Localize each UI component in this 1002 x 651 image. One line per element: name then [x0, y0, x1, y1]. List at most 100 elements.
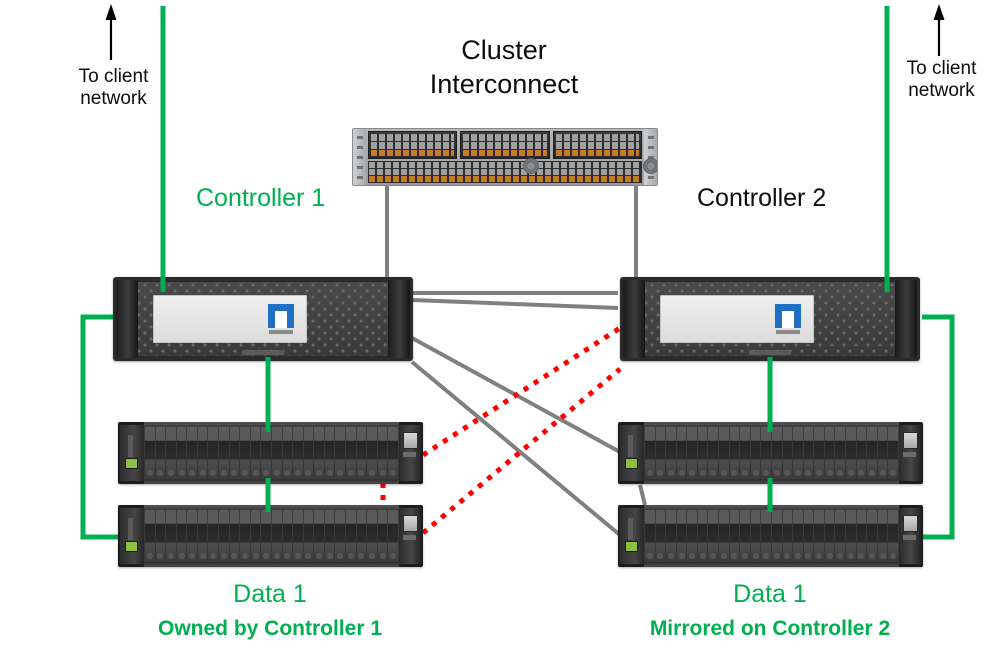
drive-slot[interactable] — [176, 427, 187, 479]
drive-slot[interactable] — [708, 510, 719, 562]
shelf-left-top[interactable] — [118, 422, 423, 484]
drive-slot[interactable] — [740, 427, 750, 479]
drive-slot[interactable] — [356, 510, 367, 562]
drive-slot[interactable] — [645, 427, 655, 479]
drive-slot[interactable] — [645, 510, 655, 562]
drive-slot[interactable] — [824, 427, 835, 479]
drive-slot[interactable] — [282, 427, 293, 479]
drive-slot[interactable] — [708, 427, 719, 479]
drive-slot[interactable] — [145, 427, 155, 479]
drive-slot[interactable] — [655, 510, 666, 562]
drive-slot[interactable] — [250, 510, 261, 562]
drive-slot[interactable] — [824, 510, 835, 562]
drive-slot[interactable] — [835, 427, 845, 479]
drive-slot[interactable] — [761, 427, 771, 479]
cluster-interconnect-switch[interactable] — [352, 128, 658, 186]
drive-slot[interactable] — [719, 510, 729, 562]
drive-slot[interactable] — [803, 427, 814, 479]
drive-slot[interactable] — [856, 510, 867, 562]
drive-slot[interactable] — [750, 427, 761, 479]
drive-slot[interactable] — [261, 510, 271, 562]
drive-slot[interactable] — [388, 510, 398, 562]
drive-slot[interactable] — [271, 427, 282, 479]
drive-slot[interactable] — [197, 427, 208, 479]
shelf-right-bottom[interactable] — [618, 505, 923, 567]
drive-slot[interactable] — [261, 427, 271, 479]
drive-slot[interactable] — [845, 510, 856, 562]
drive-slot[interactable] — [166, 510, 176, 562]
drive-slot[interactable] — [687, 427, 697, 479]
drive-slot[interactable] — [335, 510, 345, 562]
drive-slot[interactable] — [814, 427, 824, 479]
drive-slot[interactable] — [729, 427, 740, 479]
drive-slot[interactable] — [345, 510, 356, 562]
drive-slot[interactable] — [303, 427, 314, 479]
drive-slot[interactable] — [377, 427, 388, 479]
drive-slot[interactable] — [367, 427, 377, 479]
drive-slot[interactable] — [793, 427, 803, 479]
drive-slot[interactable] — [240, 510, 250, 562]
drive-slot[interactable] — [676, 510, 687, 562]
drive-slot[interactable] — [750, 510, 761, 562]
drive-slot[interactable] — [271, 510, 282, 562]
drive-slot[interactable] — [761, 510, 771, 562]
drive-slot[interactable] — [187, 427, 197, 479]
drive-slot[interactable] — [771, 427, 782, 479]
drive-slot[interactable] — [314, 427, 324, 479]
drive-slot[interactable] — [197, 510, 208, 562]
shelf-left-bottom[interactable] — [118, 505, 423, 567]
drive-slot[interactable] — [666, 510, 676, 562]
drive-slot[interactable] — [719, 427, 729, 479]
drive-slot[interactable] — [377, 510, 388, 562]
drive-slot[interactable] — [356, 427, 367, 479]
drive-slot[interactable] — [229, 510, 240, 562]
drive-slot[interactable] — [877, 427, 888, 479]
drive-slot[interactable] — [782, 427, 793, 479]
drive-slot[interactable] — [803, 510, 814, 562]
drive-slot[interactable] — [166, 427, 176, 479]
drive-slot[interactable] — [867, 427, 877, 479]
drive-slot[interactable] — [835, 510, 845, 562]
drive-slot[interactable] — [240, 427, 250, 479]
drive-slot[interactable] — [793, 510, 803, 562]
drive-slot[interactable] — [250, 427, 261, 479]
drive-slot[interactable] — [229, 427, 240, 479]
controller-1-chassis[interactable] — [113, 277, 413, 361]
drive-slot[interactable] — [856, 427, 867, 479]
drive-slot[interactable] — [845, 427, 856, 479]
drive-slot[interactable] — [324, 427, 335, 479]
drive-slot[interactable] — [187, 510, 197, 562]
drive-slot[interactable] — [219, 427, 229, 479]
drive-slot[interactable] — [293, 510, 303, 562]
drive-slot[interactable] — [282, 510, 293, 562]
drive-slot[interactable] — [388, 427, 398, 479]
drive-slot[interactable] — [293, 427, 303, 479]
drive-slot[interactable] — [155, 427, 166, 479]
drive-slot[interactable] — [666, 427, 676, 479]
drive-slot[interactable] — [814, 510, 824, 562]
drive-slot[interactable] — [867, 510, 877, 562]
drive-slot[interactable] — [314, 510, 324, 562]
drive-slot[interactable] — [145, 510, 155, 562]
drive-slot[interactable] — [888, 510, 898, 562]
controller-2-chassis[interactable] — [620, 277, 920, 361]
drive-slot[interactable] — [345, 427, 356, 479]
drive-slot[interactable] — [655, 427, 666, 479]
drive-slot[interactable] — [176, 510, 187, 562]
drive-slot[interactable] — [155, 510, 166, 562]
drive-slot[interactable] — [303, 510, 314, 562]
drive-slot[interactable] — [219, 510, 229, 562]
drive-slot[interactable] — [888, 427, 898, 479]
drive-slot[interactable] — [697, 510, 708, 562]
drive-slot[interactable] — [740, 510, 750, 562]
drive-slot[interactable] — [877, 510, 888, 562]
shelf-right-top[interactable] — [618, 422, 923, 484]
drive-slot[interactable] — [782, 510, 793, 562]
drive-slot[interactable] — [367, 510, 377, 562]
drive-slot[interactable] — [676, 427, 687, 479]
drive-slot[interactable] — [771, 510, 782, 562]
drive-slot[interactable] — [324, 510, 335, 562]
drive-slot[interactable] — [208, 510, 219, 562]
drive-slot[interactable] — [208, 427, 219, 479]
drive-slot[interactable] — [687, 510, 697, 562]
